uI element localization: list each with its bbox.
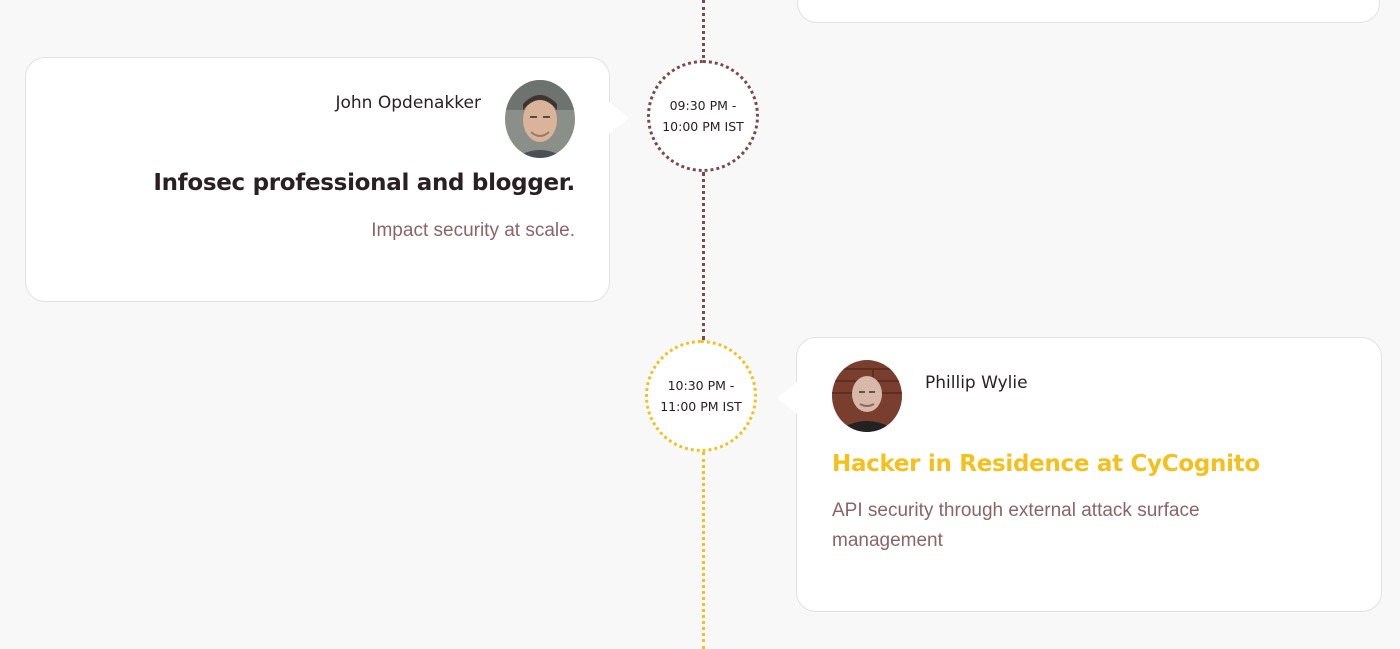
time-start: 09:30 PM -: [669, 98, 737, 113]
session-card-john-opdenakker: John Opdenakker Infosec professional and…: [25, 57, 629, 302]
speaker-avatar: [832, 360, 902, 432]
speaker-name: Phillip Wylie: [925, 373, 1028, 393]
talk-title: Hacker in Residence at CyCognito: [832, 451, 1260, 477]
talk-title: Infosec professional and blogger.: [153, 170, 575, 196]
speaker-name: John Opdenakker: [335, 93, 481, 113]
card-pointer: [777, 382, 797, 414]
talk-description: Impact security at scale.: [371, 220, 575, 241]
time-start: 10:30 PM -: [667, 378, 735, 393]
card-pointer: [609, 102, 629, 134]
time-badge: 09:30 PM - 10:00 PM IST: [647, 60, 759, 172]
session-card-phillip-wylie: Phillip Wylie Hacker in Residence at CyC…: [777, 337, 1382, 612]
time-badge-active: 10:30 PM - 11:00 PM IST: [645, 340, 757, 452]
previous-session-card: [797, 0, 1380, 23]
timeline-line: [702, 172, 705, 340]
talk-description: API security through external attack sur…: [832, 500, 1200, 551]
timeline-line: [702, 0, 705, 58]
time-end: 11:00 PM IST: [660, 399, 742, 414]
time-end: 10:00 PM IST: [662, 119, 744, 134]
timeline-line-active: [702, 452, 705, 649]
speaker-avatar: [505, 80, 575, 158]
